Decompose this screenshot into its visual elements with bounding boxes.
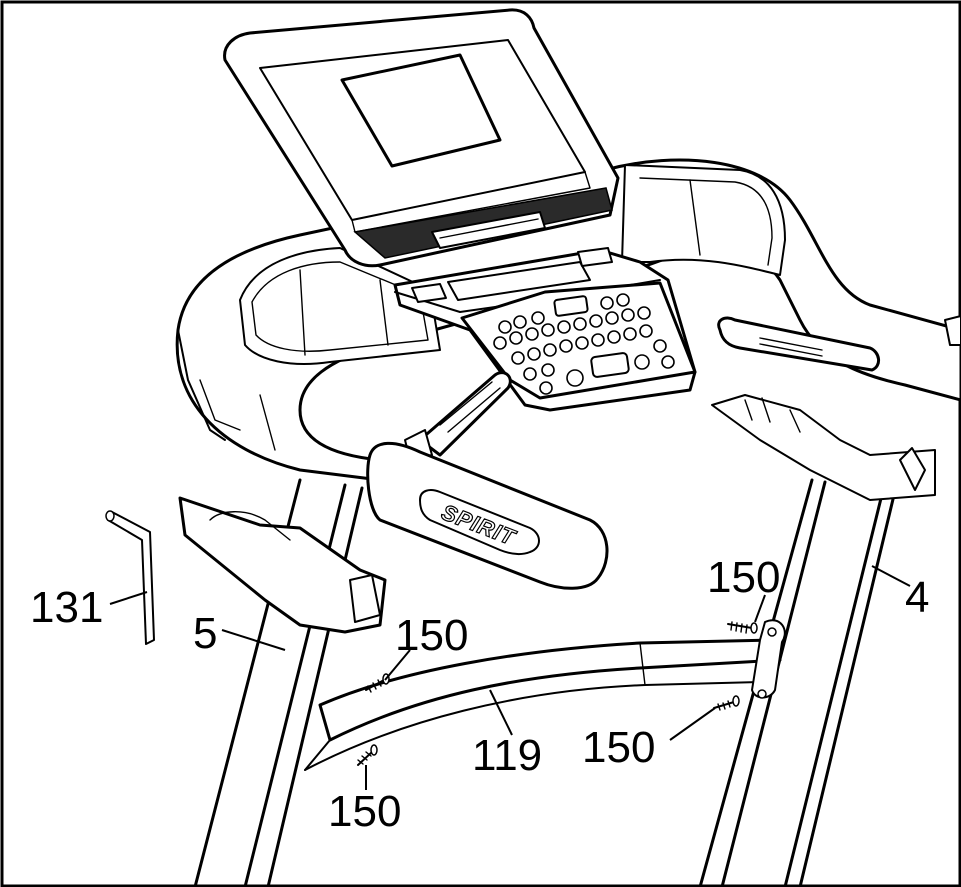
- console-right-button: [577, 247, 613, 267]
- callout-5: 5: [193, 609, 217, 658]
- crossbar-119: [304, 619, 786, 771]
- allen-key-131: [105, 510, 155, 645]
- left-side-assembly: SPIRIT: [178, 371, 609, 634]
- upright-right-tube: [698, 468, 902, 887]
- screw-150-left-lower: [357, 744, 378, 766]
- screw-150-top-right: [727, 621, 758, 634]
- callout-4: 4: [905, 573, 929, 622]
- left-hand-grip-upper: [418, 371, 512, 457]
- keypad-buttons: [493, 293, 675, 395]
- callout-150-left-lower: 150: [328, 787, 401, 836]
- crossbar-bracket: [751, 619, 786, 699]
- callout-150-left-upper: 150: [395, 611, 468, 660]
- callout-119: 119: [472, 731, 542, 780]
- screen-handle: [431, 211, 546, 249]
- callout-150-top-right: 150: [707, 553, 780, 602]
- screen-window: [340, 53, 502, 168]
- right-cup-holder: [711, 394, 936, 501]
- keypad-center-button: [590, 352, 630, 378]
- right-knob: [944, 315, 961, 346]
- screw-150-right-lower: [713, 695, 740, 711]
- right-side-assembly: [711, 315, 961, 501]
- keypad-display: [553, 295, 589, 317]
- callout-131: 131: [30, 583, 103, 632]
- callout-150-right-lower: 150: [582, 723, 655, 772]
- console-left-button: [411, 283, 447, 303]
- brand-badge: [419, 489, 540, 556]
- callout-labels: 131 5 4 119 150 150 150 150: [30, 553, 929, 836]
- left-cup-holder: [178, 496, 387, 634]
- right-hand-grip: [717, 316, 880, 372]
- console-tray: [447, 261, 591, 301]
- keypad-panel: [460, 281, 697, 400]
- leader-lines: [109, 565, 911, 790]
- display-screen: [223, 8, 620, 268]
